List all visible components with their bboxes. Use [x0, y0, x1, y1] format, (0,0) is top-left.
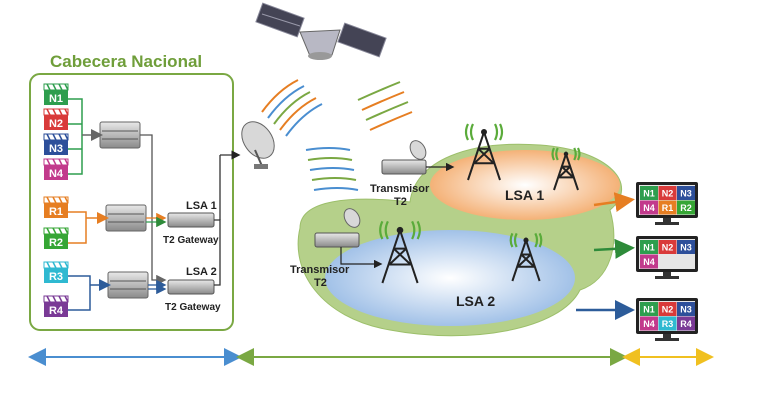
- transmitter-1: Transmisor T2: [370, 140, 455, 208]
- tower-icon: [379, 220, 421, 284]
- screen-tile-label: N4: [643, 319, 655, 329]
- channel-label: R4: [49, 305, 64, 317]
- uplink-waves: [261, 79, 323, 137]
- transmitter-2: Transmisor T2: [290, 208, 383, 289]
- screen-tile-label: R2: [680, 203, 692, 213]
- channel-label: R1: [49, 206, 63, 218]
- r3-r4-lines: [68, 275, 111, 311]
- gateway-lsa-label: LSA 2: [186, 266, 217, 278]
- transmitter-label: T2: [314, 277, 327, 289]
- screen-tile-label: N3: [680, 305, 692, 315]
- screen-tile-label: N2: [662, 305, 674, 315]
- screen-tile-label: N1: [643, 305, 655, 315]
- page-title: Cabecera Nacional: [50, 52, 202, 71]
- gateway-label: T2 Gateway: [165, 302, 221, 313]
- uplink-dish-icon: [241, 121, 275, 169]
- encoder-icon: [99, 121, 141, 149]
- screen-tile-label: N1: [643, 243, 655, 253]
- channel-n1: N1: [43, 83, 69, 105]
- channel-label: N3: [49, 143, 63, 155]
- screen-tile-label: N3: [680, 243, 692, 253]
- transmitter-label: Transmisor: [370, 183, 430, 195]
- output-arrow-green: [593, 238, 635, 259]
- channel-n4: N4: [43, 158, 69, 180]
- output-arrow-lsa1: [593, 192, 635, 212]
- gateway-lsa-label: LSA 1: [186, 200, 217, 212]
- channel-label: N2: [49, 118, 63, 130]
- uplink-line: [214, 219, 221, 286]
- encoder-icon: [105, 204, 147, 232]
- channel-label: N4: [49, 168, 64, 180]
- mux-lines: [140, 134, 167, 295]
- channel-n2: N2: [43, 108, 69, 130]
- lsa1-area: [430, 150, 620, 220]
- channel-label: N1: [49, 93, 63, 105]
- screen-tile-label: R1: [662, 203, 674, 213]
- screen-tile-label: N1: [643, 189, 655, 199]
- channel-r2: R2: [43, 227, 69, 249]
- screen-tile-label: N4: [643, 203, 655, 213]
- t2-gateway-1: LSA 1 T2 Gateway: [163, 200, 219, 246]
- lsa1-label: LSA 1: [505, 187, 544, 203]
- transmitter-label: Transmisor: [290, 264, 350, 276]
- channel-label: R3: [49, 271, 63, 283]
- transmitter-label: T2: [394, 196, 407, 208]
- channel-r1: R1: [43, 196, 69, 218]
- screen-tile-label: R3: [662, 319, 674, 329]
- head-end-frame: [29, 73, 234, 331]
- downlink-waves-1: [357, 81, 413, 131]
- tower-group: [379, 123, 581, 284]
- downlink-waves-2: [305, 147, 359, 191]
- screen-tile-label: N4: [643, 257, 655, 267]
- screen-tile-label: N3: [680, 189, 692, 199]
- screen-tile-label: R4: [680, 319, 692, 329]
- tower-icon: [509, 232, 543, 282]
- channel-n3: N3: [43, 133, 69, 155]
- screen-tile-label: N2: [662, 243, 674, 253]
- channel-r3: R3: [43, 261, 69, 283]
- encoder-icon: [107, 271, 149, 299]
- tower-icon: [464, 123, 504, 181]
- channel-r4: R4: [43, 295, 69, 317]
- channel-label: R2: [49, 237, 63, 249]
- lsa2-label: LSA 2: [456, 293, 495, 309]
- screen-tile-label: N2: [662, 189, 674, 199]
- n-channel-lines: [68, 98, 103, 175]
- lsa2-area: [325, 230, 575, 326]
- satellite-icon: [255, 2, 387, 60]
- r1-r2-lines: [68, 211, 109, 244]
- t2-gateway-2: LSA 2 T2 Gateway: [165, 266, 221, 313]
- gateway-label: T2 Gateway: [163, 235, 219, 246]
- tower-icon: [551, 147, 581, 191]
